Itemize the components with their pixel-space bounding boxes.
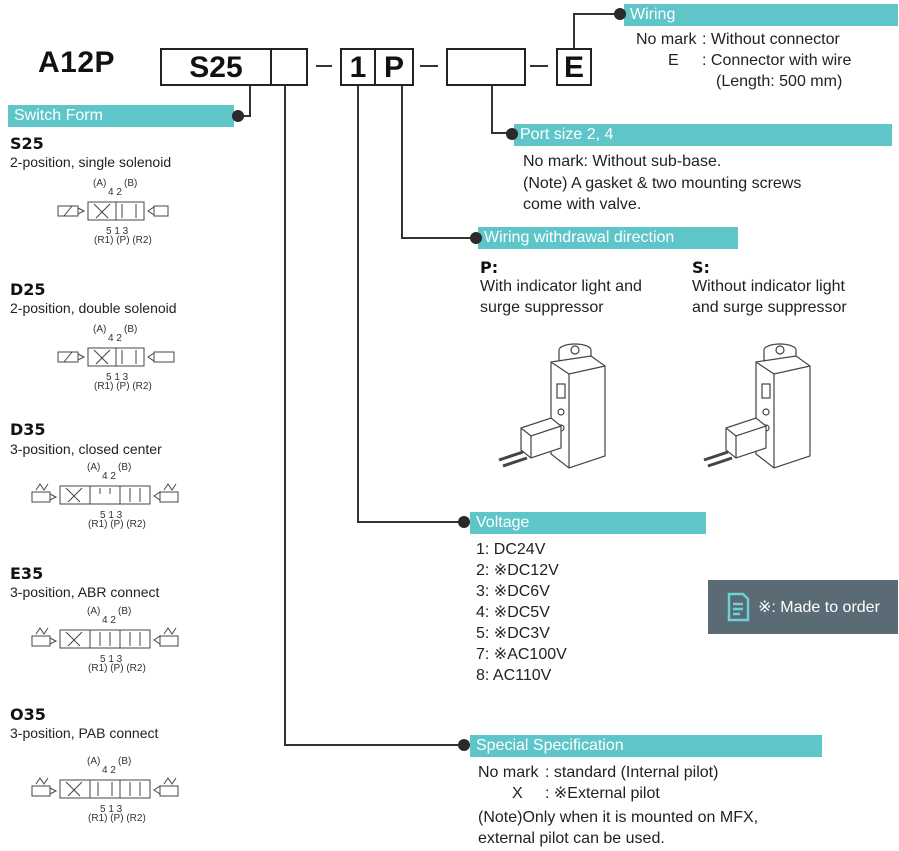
voltage-item: 2: ※DC12V (476, 562, 559, 579)
wiring-e: E (668, 52, 679, 69)
switch-form-dot (232, 110, 244, 122)
special-x: X (512, 785, 523, 802)
wiring-nomark: No mark (636, 31, 697, 48)
wiring-e-desc2: (Length: 500 mm) (716, 73, 843, 90)
made-to-order-text: ※: Made to order (758, 599, 880, 616)
symbol-d25: (A) (B) 4 2 5 1 3 (R1) (P) (R2) (56, 324, 186, 400)
valve-image-p (498, 343, 606, 469)
special-nomark-desc: : standard (Internal pilot) (545, 764, 719, 781)
withdrawal-p-line-1: With indicator light and (480, 278, 642, 295)
special-spec-header: Special Specification (470, 735, 822, 757)
port-size-line-2: (Note) A gasket & two mounting screws (523, 175, 802, 192)
voltage-box: 1 (340, 48, 376, 86)
withdrawal-p-code: P: (480, 258, 499, 277)
special-nomark: No mark (478, 764, 539, 781)
symbol-d35: (A) (B) 4 2 5 1 3 (R1) (P) (R2) (30, 462, 210, 538)
wiring-box: E (556, 48, 592, 86)
special-spec-dot (458, 739, 470, 751)
voltage-item: 8: AC110V (476, 667, 552, 684)
voltage-item: 4: ※DC5V (476, 604, 550, 621)
valve-image-s (703, 343, 811, 469)
document-icon (727, 592, 750, 622)
switch-desc-d25: 2-position, double solenoid (10, 300, 177, 316)
withdrawal-s-line-1: Without indicator light (692, 278, 845, 295)
voltage-header: Voltage (470, 512, 706, 534)
wiring-header: Wiring (624, 4, 898, 26)
switch-desc-o35: 3-position, PAB connect (10, 725, 159, 741)
port-size-line-3: come with valve. (523, 196, 642, 213)
switch-code-o35: O35 (10, 705, 46, 724)
voltage-item: 5: ※DC3V (476, 625, 550, 642)
symbol-s25: (A) (B) 4 2 5 1 3 (R1) (P) (R2) (56, 178, 186, 254)
voltage-dot (458, 516, 470, 528)
symbol-o35: (A) (B) 4 2 5 1 3 (R1) (P) (R2) (30, 756, 210, 832)
voltage-item: 7: ※AC100V (476, 646, 567, 663)
switch-desc-d35: 3-position, closed center (10, 441, 162, 457)
voltage-item: 1: DC24V (476, 541, 546, 558)
port-size-box (446, 48, 526, 86)
switch-form-header: Switch Form (8, 105, 234, 127)
direction-box: P (374, 48, 414, 86)
symbol-e35: (A) (B) 4 2 5 1 3 (R1) (P) (R2) (30, 606, 210, 682)
voltage-item: 3: ※DC6V (476, 583, 550, 600)
port-size-dot (506, 128, 518, 140)
withdrawal-s-code: S: (692, 258, 710, 277)
withdrawal-s-line-2: and surge suppressor (692, 299, 847, 316)
withdrawal-p-line-2: surge suppressor (480, 299, 604, 316)
special-note-1: (Note)Only when it is mounted on MFX, (478, 809, 759, 826)
special-spec-box (270, 48, 308, 86)
switch-desc-s25: 2-position, single solenoid (10, 154, 172, 170)
switch-desc-e35: 3-position, ABR connect (10, 584, 160, 600)
switch-code-d35: D35 (10, 420, 46, 439)
switch-form-box: S25 (160, 48, 272, 86)
model-prefix: A12P (38, 46, 116, 79)
wiring-dot (614, 8, 626, 20)
special-note-2: external pilot can be used. (478, 830, 665, 847)
withdrawal-dot (470, 232, 482, 244)
special-x-desc: : ※External pilot (545, 785, 660, 802)
switch-code-e35: E35 (10, 564, 44, 583)
wiring-nomark-desc: : Without connector (702, 31, 840, 48)
port-size-line-1: No mark: Without sub-base. (523, 153, 722, 170)
wiring-e-desc: : Connector with wire (702, 52, 852, 69)
withdrawal-header: Wiring withdrawal direction (478, 227, 738, 249)
made-to-order-callout: ※: Made to order (708, 580, 898, 634)
port-size-header: Port size 2, 4 (514, 124, 892, 146)
switch-code-s25: S25 (10, 134, 44, 153)
switch-code-d25: D25 (10, 280, 46, 299)
